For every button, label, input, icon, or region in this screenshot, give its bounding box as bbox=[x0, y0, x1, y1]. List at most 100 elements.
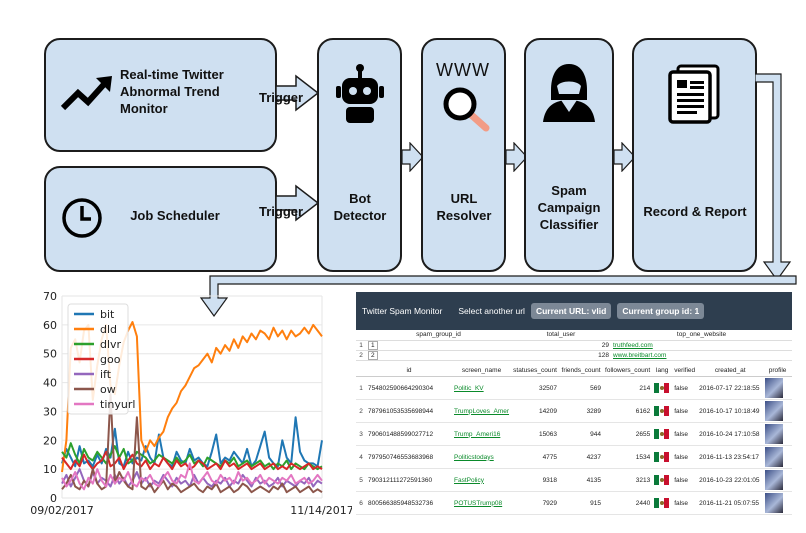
spam-classifier-label: Spam Campaign Classifier bbox=[537, 183, 601, 232]
screen-name-link[interactable]: Politic_KV bbox=[452, 376, 512, 400]
url-resolver-box bbox=[421, 38, 506, 272]
column-header[interactable]: statuses_count bbox=[511, 364, 560, 377]
table-row[interactable]: 2 2 128 www.breitbart.com bbox=[356, 350, 792, 361]
monitor-top-bar: Twitter Spam Monitor Select another url … bbox=[356, 292, 792, 330]
followers-count-cell: 3213 bbox=[603, 468, 653, 492]
column-header[interactable]: screen_name bbox=[452, 364, 512, 377]
row-number: 4 bbox=[356, 445, 366, 469]
statuses-count-cell: 14209 bbox=[511, 399, 560, 423]
current-group-badge[interactable]: Current group id: 1 bbox=[617, 303, 705, 319]
row-number: 3 bbox=[356, 422, 366, 446]
column-header[interactable]: id bbox=[366, 364, 452, 377]
x-tick-label: 11/14/2017 bbox=[290, 504, 352, 517]
magnifier-icon bbox=[443, 87, 490, 132]
website-link[interactable]: www.breitbart.com bbox=[611, 350, 792, 361]
legend-label: ift bbox=[100, 368, 112, 381]
column-header[interactable]: followers_count bbox=[603, 364, 653, 377]
statuses-count-cell: 9318 bbox=[511, 468, 560, 492]
screen-name-link[interactable]: Trump_Ameri16 bbox=[452, 422, 512, 446]
table-row[interactable]: 1 1 29 truthfeed.com bbox=[356, 340, 792, 351]
profile-avatar bbox=[763, 468, 792, 492]
screen-name-link[interactable]: FastPolicy bbox=[452, 468, 512, 492]
legend-box bbox=[67, 303, 129, 415]
trend-up-icon bbox=[60, 76, 112, 111]
legend-label: goo bbox=[100, 353, 121, 366]
avatar bbox=[765, 470, 784, 490]
series-line-tinyurl bbox=[61, 462, 323, 491]
job-scheduler-label: Job Scheduler bbox=[130, 208, 220, 223]
return-arrow-left bbox=[199, 275, 797, 318]
lang-flag bbox=[652, 399, 673, 423]
select-url-dropdown[interactable]: Select another url bbox=[458, 306, 525, 316]
legend-label: bit bbox=[100, 308, 115, 321]
avatar bbox=[765, 493, 784, 513]
column-header[interactable]: friends_count bbox=[559, 364, 604, 377]
friends-count-cell: 4135 bbox=[559, 468, 604, 492]
user-id-cell: 797950746553683968 bbox=[366, 445, 452, 469]
verified-cell: false bbox=[672, 468, 698, 492]
created-at-cell: 2016-10-17 10:18:49 bbox=[697, 399, 764, 423]
avatar bbox=[765, 401, 784, 421]
mexico-flag-icon bbox=[654, 475, 670, 485]
avatar bbox=[765, 378, 784, 398]
x-tick-label: 09/02/2017 bbox=[30, 504, 93, 517]
column-header[interactable]: verified bbox=[672, 364, 698, 377]
website-link[interactable]: truthfeed.com bbox=[611, 340, 792, 351]
trigger-label-bottom: Trigger bbox=[259, 204, 304, 219]
legend-label: dlvr bbox=[100, 338, 122, 351]
screen-name-link[interactable]: POTUSTrump08 bbox=[452, 491, 512, 515]
column-header[interactable]: created_at bbox=[697, 364, 764, 377]
created-at-cell: 2016-11-13 23:54:17 bbox=[697, 445, 764, 469]
screen-name-link[interactable]: TrumpLoves_Amer bbox=[452, 399, 512, 423]
y-tick-label: 60 bbox=[43, 319, 57, 332]
friends-count-cell: 3289 bbox=[559, 399, 604, 423]
column-header[interactable]: profile bbox=[763, 364, 792, 377]
bot-detector-box bbox=[317, 38, 402, 272]
verified-cell: false bbox=[672, 491, 698, 515]
total-user-cell: 128 bbox=[511, 350, 611, 361]
y-tick-label: 50 bbox=[43, 348, 57, 361]
statuses-count-cell: 7929 bbox=[511, 491, 560, 515]
user-id-cell: 800566385948532736 bbox=[366, 491, 452, 515]
user-id-cell: 787961053535698944 bbox=[366, 399, 452, 423]
column-header[interactable]: total_user bbox=[511, 330, 611, 341]
clock-icon bbox=[62, 198, 102, 238]
lang-flag bbox=[652, 445, 673, 469]
group-id-value: 2 bbox=[368, 350, 378, 359]
legend-label: tinyurl bbox=[100, 398, 135, 411]
series-line-ift bbox=[61, 468, 323, 488]
row-number: 6 bbox=[356, 491, 366, 515]
user-id-cell: 790312111272591360 bbox=[366, 468, 452, 492]
legend-label: ow bbox=[100, 383, 116, 396]
legend-label: dld bbox=[100, 323, 117, 336]
group-id-cell: 2 bbox=[366, 350, 511, 361]
friends-count-cell: 4237 bbox=[559, 445, 604, 469]
column-header[interactable]: spam_group_id bbox=[366, 330, 511, 341]
followers-count-cell: 214 bbox=[603, 376, 653, 400]
screen-name-link[interactable]: Politicstodays bbox=[452, 445, 512, 469]
spam-monitor-panel: Twitter Spam Monitor Select another url … bbox=[356, 292, 792, 515]
created-at-cell: 2016-07-17 22:18:55 bbox=[697, 376, 764, 400]
current-url-badge[interactable]: Current URL: vlid bbox=[530, 303, 612, 319]
lang-flag bbox=[652, 468, 673, 492]
spam-users-table: id screen_name statuses_count friends_co… bbox=[356, 364, 792, 515]
trigger-arrow-top bbox=[276, 74, 320, 112]
avatar bbox=[765, 447, 784, 467]
column-header[interactable]: top_one_website bbox=[611, 330, 792, 341]
return-arrow-right bbox=[755, 73, 792, 282]
table-header-row: id screen_name statuses_count friends_co… bbox=[356, 364, 792, 377]
row-number: 1 bbox=[356, 376, 366, 400]
y-tick-label: 0 bbox=[50, 492, 57, 505]
column-header[interactable]: lang bbox=[652, 364, 673, 377]
followers-count-cell: 6162 bbox=[603, 399, 653, 423]
url-resolver-label: URL Resolver bbox=[436, 191, 492, 223]
row-number: 2 bbox=[356, 350, 366, 361]
profile-avatar bbox=[763, 422, 792, 446]
lang-flag bbox=[652, 491, 673, 515]
